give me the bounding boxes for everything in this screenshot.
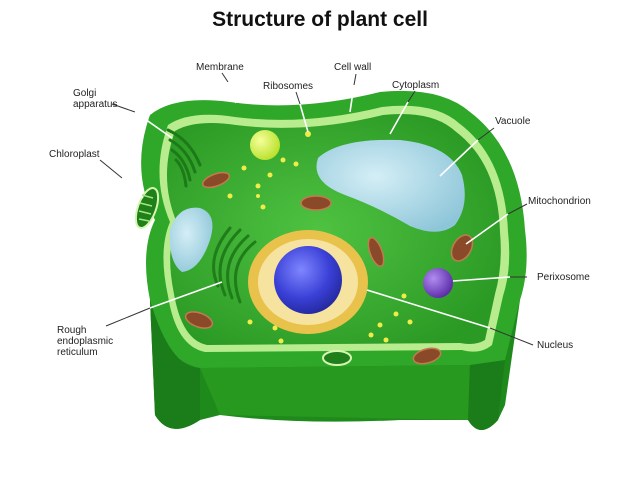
label-membrane: Membrane: [196, 62, 244, 73]
mitochondrion-6: [412, 347, 442, 365]
chloroplast: [134, 187, 160, 229]
perixosome: [423, 268, 453, 298]
labels: Membrane Cell wall Golgi apparatus Ribos…: [49, 62, 591, 358]
label-golgi-1: Golgi: [73, 88, 96, 99]
mitochondrion-4: [450, 234, 474, 262]
chloroplast-2: [322, 350, 352, 366]
label-golgi-2: apparatus: [73, 99, 117, 110]
mitochondrion-5: [184, 311, 214, 329]
label-nucleus: Nucleus: [537, 340, 573, 351]
label-chloroplast: Chloroplast: [49, 149, 100, 160]
label-rer-3: reticulum: [57, 347, 98, 358]
label-vacuole: Vacuole: [495, 116, 531, 127]
label-cytoplasm: Cytoplasm: [392, 80, 439, 91]
mitochondrion-1: [201, 171, 231, 189]
diagram-title: Structure of plant cell: [212, 8, 428, 31]
rough-endoplasmic-reticulum: [212, 226, 257, 304]
golgi-apparatus: [166, 128, 202, 188]
mitochondrion-2: [300, 195, 332, 211]
ribosome-dots: [227, 131, 413, 344]
leader-lines: [99, 72, 534, 346]
label-mitochondrion: Mitochondrion: [528, 196, 591, 207]
label-rer-2: endoplasmic: [57, 336, 113, 347]
label-rer-1: Rough: [57, 325, 86, 336]
label-ribosomes: Ribosomes: [263, 81, 313, 92]
label-cell-wall: Cell wall: [334, 62, 371, 73]
mitochondrion-3: [367, 237, 385, 267]
small-vacuole: [169, 207, 213, 272]
label-perixosome: Perixosome: [537, 272, 590, 283]
nucleus: [248, 230, 368, 334]
vacuole: [316, 139, 465, 232]
green-vesicle: [250, 130, 280, 160]
